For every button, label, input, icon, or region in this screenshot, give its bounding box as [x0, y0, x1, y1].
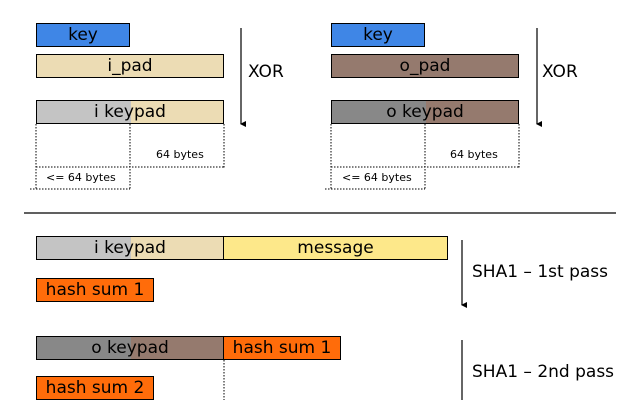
dimension-lines-left [30, 124, 225, 190]
key-label: key [68, 25, 98, 45]
i-key-pad-box: i key pad [36, 100, 224, 124]
hash-sum-2-label: hash sum 2 [45, 378, 145, 398]
size-key-label-right: <= 64 bytes [342, 171, 412, 184]
o-pad-box: o_pad [331, 54, 519, 78]
size-total-label-left: 64 bytes [156, 148, 204, 161]
dimension-lines-right [325, 124, 520, 190]
pass2-o-key-pad-box: o key pad [36, 336, 224, 360]
hash-sum-1-input-label: hash sum 1 [232, 338, 332, 358]
pad-label: pad [431, 102, 464, 122]
pad-label: pad [133, 238, 166, 258]
o-pad-label: o_pad [399, 56, 451, 76]
i-pad-label: i_pad [107, 56, 153, 76]
i-key-label: i key [94, 238, 134, 258]
pad-label: pad [136, 338, 169, 358]
message-label: message [297, 238, 374, 258]
key-box-outer: key [331, 23, 425, 47]
xor-label-left: XOR [248, 62, 284, 82]
size-key-label-left: <= 64 bytes [46, 171, 116, 184]
hash-sum-1-input-box: hash sum 1 [223, 336, 341, 360]
hash-sum-2-box: hash sum 2 [36, 376, 154, 400]
o-key-label: o key [386, 102, 432, 122]
xor-label-right: XOR [542, 62, 578, 82]
o-key-label: o key [91, 338, 137, 358]
i-pad-box: i_pad [36, 54, 224, 78]
sha1-pass1-label: SHA1 – 1st pass [472, 262, 608, 282]
hash-sum-1-box: hash sum 1 [36, 278, 154, 302]
pad-label: pad [133, 102, 166, 122]
message-box: message [223, 236, 448, 260]
key-box-inner: key [36, 23, 130, 47]
hash-sum-1-label: hash sum 1 [45, 280, 145, 300]
size-total-label-right: 64 bytes [450, 148, 498, 161]
key-label: key [363, 25, 393, 45]
o-key-pad-box: o key pad [331, 100, 519, 124]
sha1-pass2-label: SHA1 – 2nd pass [472, 362, 615, 382]
i-key-label: i key [94, 102, 134, 122]
